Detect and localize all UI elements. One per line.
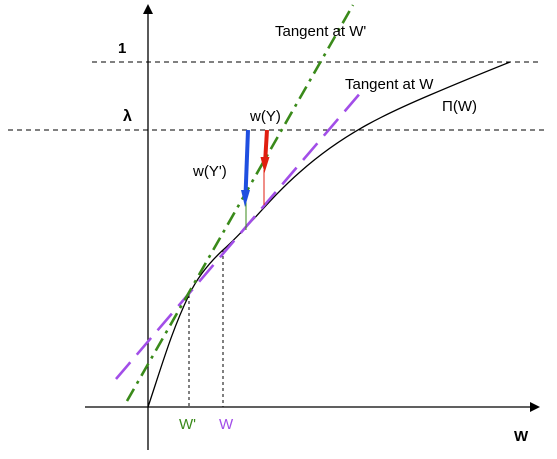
w-y-arrowhead: [260, 157, 270, 173]
x-axis-label: W: [514, 428, 529, 445]
x-tick-w: W: [219, 416, 234, 433]
w-y-label: w(Y): [249, 108, 281, 125]
w-y-prime-arrowhead: [241, 190, 250, 207]
tangent-w-label: Tangent at W: [345, 76, 434, 93]
w-y-prime-label: w(Y'): [192, 163, 227, 180]
pi-curve: [147, 61, 511, 408]
x-tick-w-prime: W': [179, 416, 196, 433]
w-y-arrow-shaft: [263, 129, 269, 161]
w-y-prime-arrow-shaft: [243, 129, 250, 194]
tangent-w-prime-line: [125, 4, 355, 402]
tangent-w-prime-label: Tangent at W': [275, 23, 366, 40]
y-tick-lambda: λ: [123, 108, 132, 125]
pi-curve-label: Π(W): [442, 98, 477, 115]
y-tick-one: 1: [118, 40, 126, 57]
